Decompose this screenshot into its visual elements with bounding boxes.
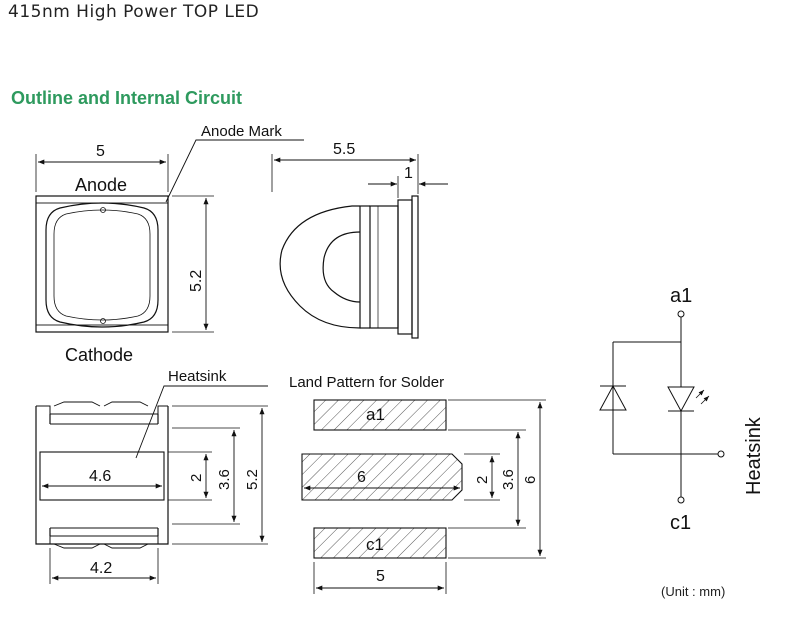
land-height-dim: 6	[522, 476, 539, 484]
land-gap-dim: 3.6	[500, 469, 517, 490]
heatsink-height-dim: 2	[188, 474, 205, 482]
top-view-package	[35, 195, 169, 333]
top-width-dim: 5	[96, 143, 105, 160]
heatsink-callout: Heatsink	[168, 368, 227, 385]
circuit-heatsink-label: Heatsink	[743, 416, 765, 495]
anode-mark-label: Anode Mark	[201, 123, 282, 140]
cathode-label: Cathode	[65, 345, 133, 365]
pad-c1-label: c1	[366, 535, 384, 554]
circuit-a1-label: a1	[670, 285, 692, 307]
pad-width-dim: 4.2	[90, 560, 112, 577]
unit-note: (Unit : mm)	[661, 584, 726, 599]
top-height-dim: 5.2	[188, 270, 205, 292]
pad-a1-label: a1	[366, 405, 385, 424]
land-width-dim: 5	[376, 568, 385, 585]
circuit-c1-label: c1	[670, 512, 691, 534]
anode-label: Anode	[75, 175, 127, 195]
section-heading: Outline and Internal Circuit	[11, 88, 243, 108]
internal-circuit	[599, 310, 725, 504]
pad-gap-dim: 3.6	[216, 469, 233, 490]
heatsink-width-dim: 4.6	[89, 468, 111, 485]
land-pattern-label: Land Pattern for Solder	[289, 374, 444, 391]
land-center-height-dim: 2	[474, 476, 491, 484]
side-view-package	[279, 195, 419, 339]
page-title: 415nm High Power TOP LED	[8, 2, 260, 22]
land-center-width-dim: 6	[357, 469, 366, 486]
bottom-view-package	[35, 401, 169, 549]
side-flange-dim: 1	[404, 165, 413, 182]
side-length-dim: 5.5	[333, 141, 355, 158]
bottom-height-dim: 5.2	[244, 469, 261, 490]
